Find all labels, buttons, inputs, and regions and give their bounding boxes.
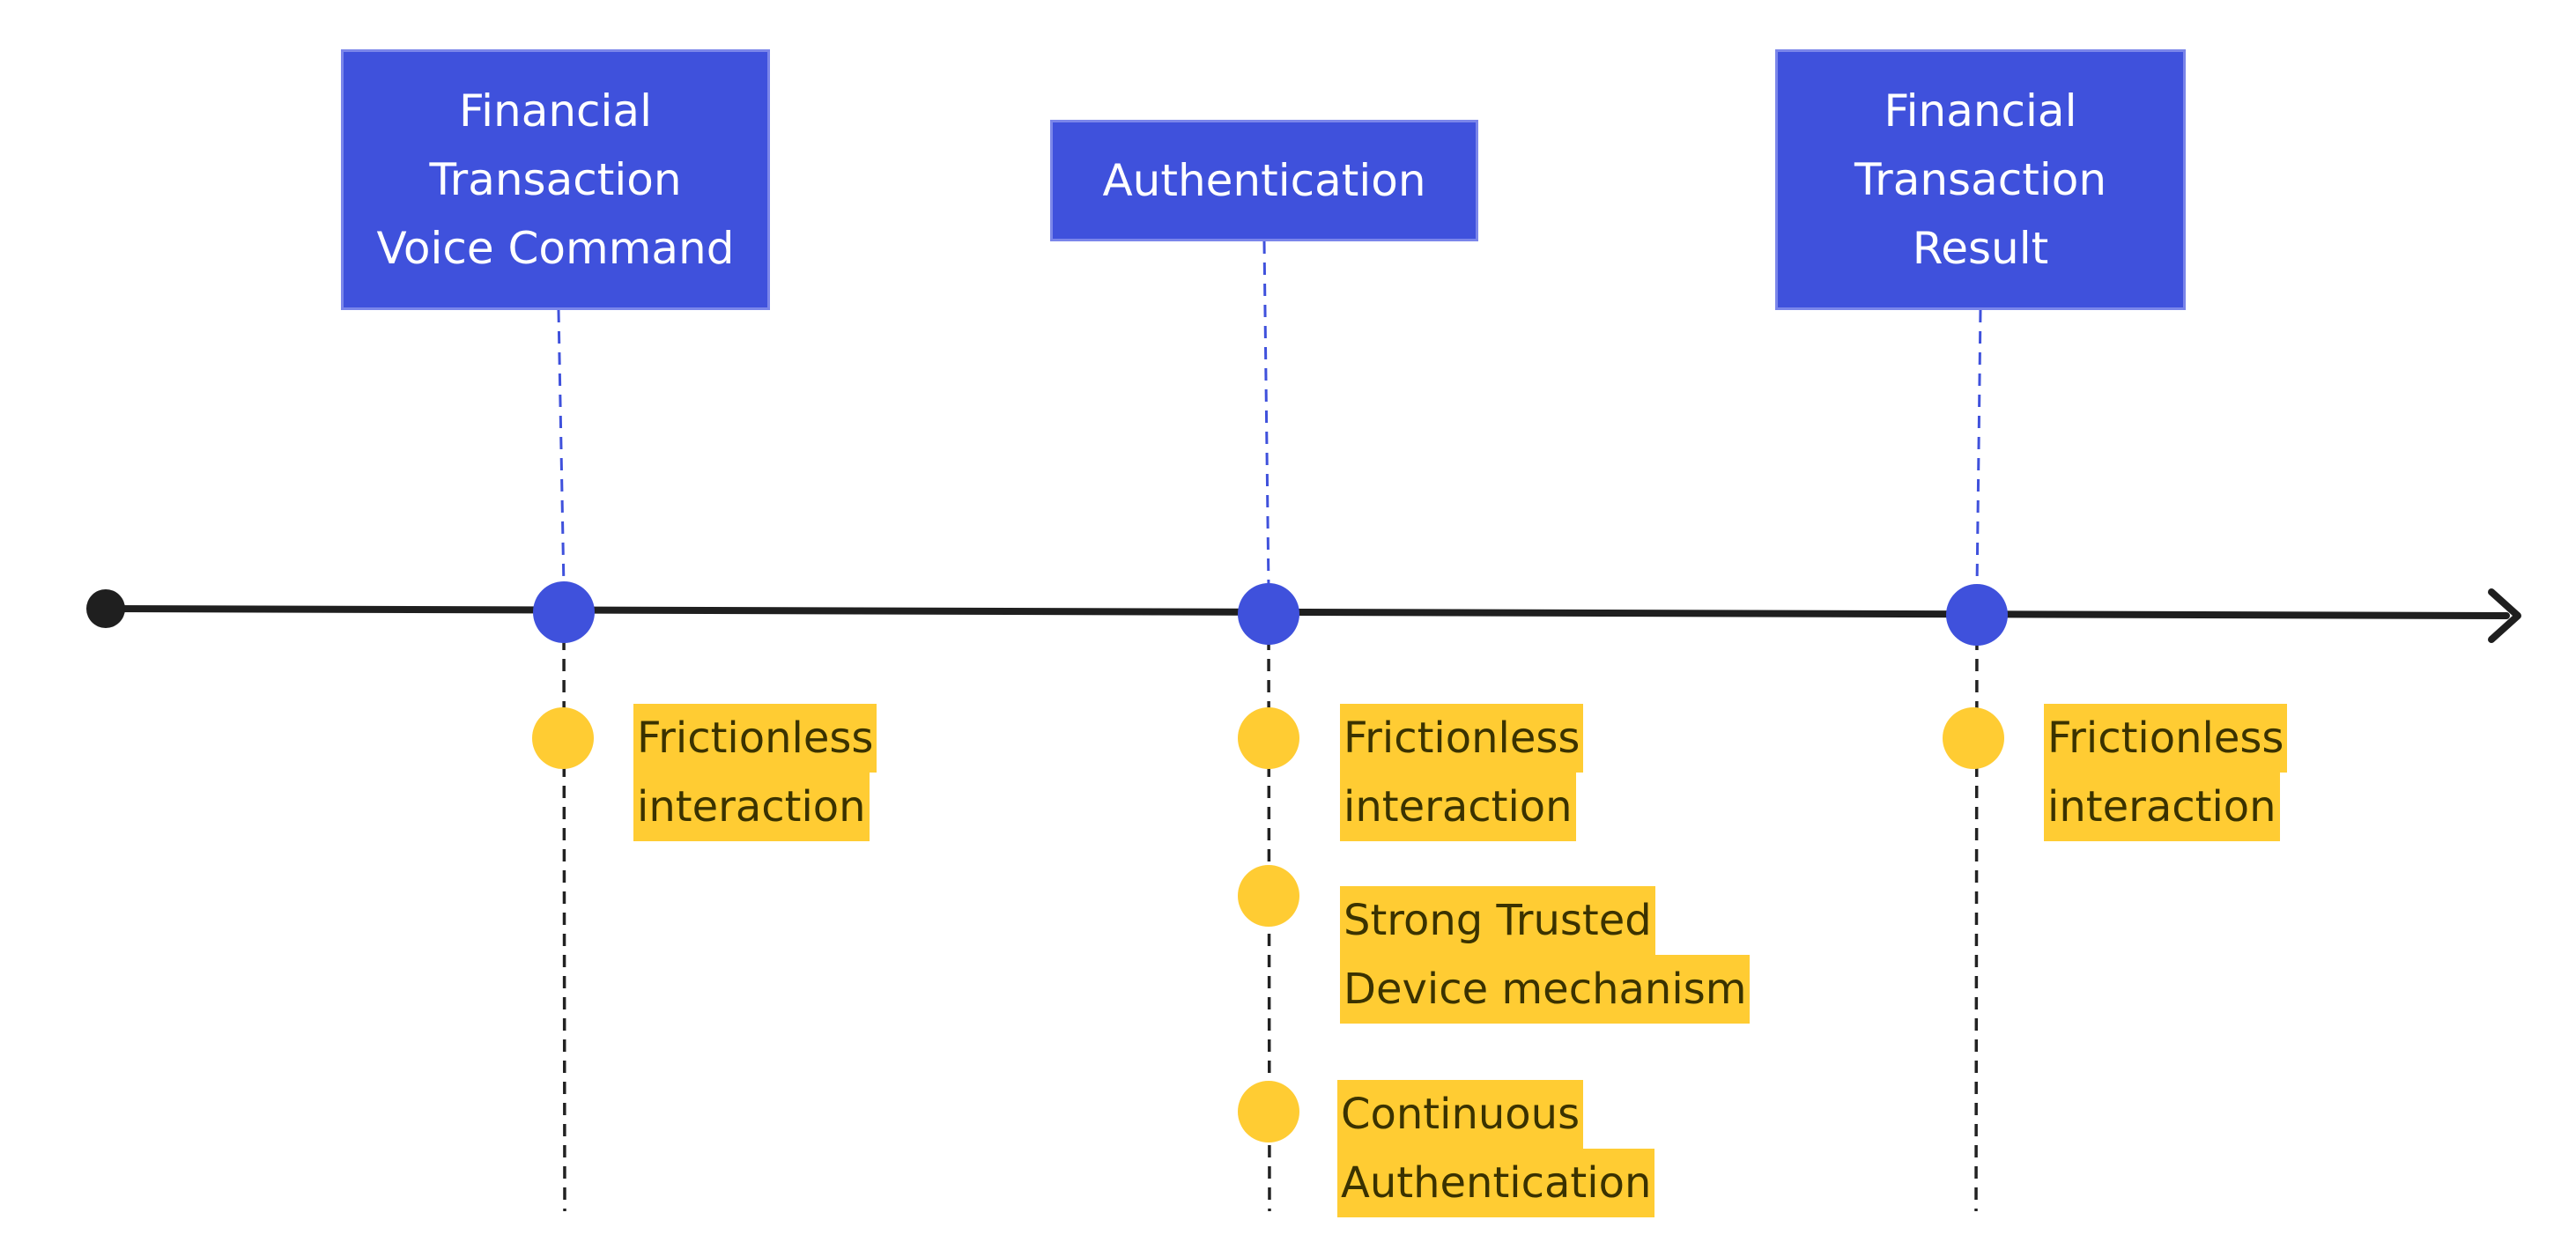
note-line: Frictionless [2044,704,2288,773]
stage-box-authentication: Authentication [1050,120,1478,241]
note-dot-auth-2 [1238,865,1299,927]
note-line: Frictionless [1340,704,1584,773]
stage-title-line: Transaction [1854,154,2107,205]
stage-title-line: Financial [1884,85,2077,137]
milestone-dot-result [1946,584,2008,646]
note-frictionless-interaction-auth: Frictionless interaction [1340,704,1584,841]
note-frictionless-interaction-voice: Frictionless interaction [633,704,877,841]
note-line: Strong Trusted [1340,886,1655,955]
note-continuous-authentication: Continuous Authentication [1337,1080,1655,1217]
stage-title: Authentication [1102,146,1425,215]
note-strong-trusted-device-mechanism: Strong Trusted Device mechanism [1340,886,1751,1024]
stage-title-line: Voice Command [376,223,735,274]
connector-result-top [1975,309,1982,589]
timeline-arrowhead [2488,588,2521,643]
note-line: interaction [633,773,870,841]
note-frictionless-interaction-result: Frictionless interaction [2044,704,2288,841]
note-line: Continuous [1337,1080,1584,1149]
stage-title: Financial Transaction Voice Command [377,77,735,283]
connector-voice-bottom [562,616,566,1212]
note-line: interaction [2044,773,2280,841]
stage-title-line: Financial [459,85,652,137]
note-line: Frictionless [633,704,877,773]
note-line: Device mechanism [1340,955,1751,1024]
stage-box-financial-transaction-voice-command: Financial Transaction Voice Command [341,49,770,310]
milestone-dot-voice [533,581,595,643]
note-dot-voice-1 [532,707,594,769]
timeline-axis [102,605,2510,619]
connector-auth-top [1262,240,1270,589]
note-dot-result-1 [1943,707,2004,769]
note-dot-auth-1 [1238,707,1299,769]
milestone-dot-auth [1238,583,1299,645]
stage-box-financial-transaction-result: Financial Transaction Result [1775,49,2186,310]
timeline-start-dot [86,589,125,628]
stage-title-line: Transaction [429,154,682,205]
note-line: interaction [1340,773,1576,841]
stage-title-line: Authentication [1102,155,1426,206]
note-dot-auth-3 [1238,1081,1299,1142]
stage-title: Financial Transaction Result [1854,77,2106,283]
note-line: Authentication [1337,1149,1655,1217]
connector-voice-top [557,309,566,589]
stage-title-line: Result [1912,223,2049,274]
connector-result-bottom [1974,616,1979,1212]
